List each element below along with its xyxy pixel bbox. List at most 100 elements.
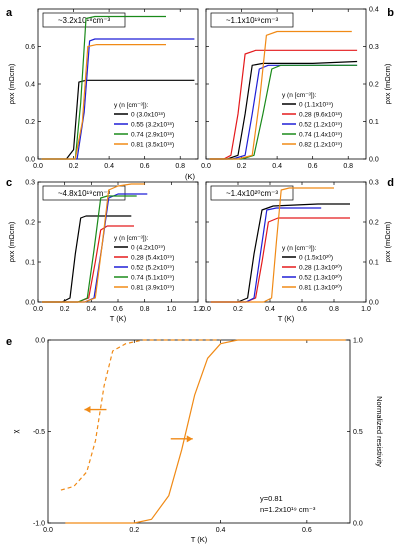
legend-entry: 0.52 (1.3x10²⁰)	[299, 274, 342, 282]
density-label: ~3.2x10¹⁸cm⁻³	[58, 16, 111, 25]
y-tick-label: 0.0	[25, 157, 35, 164]
y-tick-label: 0.3	[369, 44, 379, 51]
series-line-4	[209, 30, 352, 160]
y-tick-label: 0.3	[369, 180, 379, 187]
annotation-line: n=1.2x10¹⁹ cm⁻³	[260, 505, 316, 514]
annotation-line: y=0.81	[260, 494, 283, 503]
x-tick-label: 0.0	[43, 527, 53, 534]
x-tick-label: 0.2	[237, 163, 247, 170]
legend-entry: 0 (4.2x10¹⁹)	[131, 245, 165, 252]
panel-label: d	[387, 177, 394, 189]
x-tick-label: 0.6	[302, 527, 312, 534]
legend-title: y (n [cm⁻³]):	[114, 102, 149, 109]
x-tick-label: 0.8	[140, 306, 150, 313]
x-tick-label: 0.6	[308, 163, 318, 170]
x-tick-label: 0.2	[60, 306, 70, 313]
top-axis-label: (K)	[185, 172, 196, 181]
y-tick-label: 0.2	[369, 82, 379, 89]
legend-entry: 0.28 (5.4x10¹⁹)	[131, 255, 174, 262]
y-tick-label: 0.0	[35, 338, 45, 345]
legend-entry: 0.52 (1.2x10¹⁹)	[299, 122, 342, 129]
legend-entry: 0 (3.0x10¹⁸)	[131, 112, 165, 119]
y-tick-label: -1.0	[33, 521, 45, 528]
x-axis-label: T (K)	[191, 535, 208, 544]
y-tick-label: 0.3	[25, 180, 35, 187]
series-line-4	[42, 183, 145, 303]
y-tick-label: 0.1	[369, 260, 379, 267]
series-line-3	[210, 187, 334, 303]
y-tick-label: 0.2	[369, 220, 379, 227]
density-box	[210, 185, 294, 201]
y-axis-label: χ	[11, 429, 20, 433]
density-box	[210, 12, 294, 28]
y-axis-label: ρxx (mΩcm)	[7, 63, 16, 104]
legend-title: y (n [cm⁻³]):	[282, 245, 317, 252]
x-tick-label: 0.8	[329, 306, 339, 313]
x-tick-label: 0.0	[33, 306, 43, 313]
panel-label: a	[6, 7, 13, 19]
x-tick-label: 0.8	[175, 163, 185, 170]
x-tick-label: 0.4	[216, 527, 226, 534]
x-tick-label: 0.2	[69, 163, 79, 170]
y-tick-label: 0.1	[25, 260, 35, 267]
y-tick-label: 0.4	[25, 82, 35, 89]
x-tick-label: 0.2	[233, 306, 243, 313]
series-line-2	[210, 207, 322, 303]
y-tick-label: 0.0	[369, 300, 379, 307]
legend-entry: 0.81 (1.3x10²⁰)	[299, 284, 342, 292]
series-line-susceptibility	[60, 339, 221, 491]
y-tick-label: 0.6	[25, 44, 35, 51]
x-tick-label: 0.2	[129, 527, 139, 534]
y-tick-label: 0.2	[25, 220, 35, 227]
y-tick-label: 0.1	[369, 119, 379, 126]
legend-entry: 0.28 (9.6x10¹⁸)	[299, 112, 342, 119]
legend-entry: 0.55 (3.2x10¹⁸)	[131, 122, 174, 129]
x-tick-label: 0.0	[201, 306, 211, 313]
x-tick-label: 0.6	[140, 163, 150, 170]
series-line-1	[209, 49, 358, 160]
legend-entry: 0 (1.5x10²⁰)	[299, 254, 333, 262]
x-tick-label: 1.0	[166, 306, 176, 313]
x-tick-label: 0.4	[86, 306, 96, 313]
legend-entry: 0.82 (1.2x10¹⁹)	[299, 142, 342, 149]
legend-entry: 0.81 (3.9x10¹⁹)	[131, 285, 174, 292]
legend-entry: 0.74 (2.9x10¹⁸)	[131, 132, 174, 139]
x-tick-label: 0.4	[104, 163, 114, 170]
x-tick-label: 1.2	[193, 306, 203, 313]
series-line-0	[42, 215, 132, 303]
panel-c: 0.0 0.2 0.4 0.6 0.8 1.0 1.2 0.0 0.1 0.2 0.3 T (K) ρx…	[6, 172, 203, 323]
legend-entry: 0.81 (3.5x10¹⁸)	[131, 142, 174, 149]
legend-entry: 0.52 (5.2x10¹⁹)	[131, 265, 174, 272]
density-label: ~4.8x10¹⁹cm⁻³	[58, 189, 111, 198]
arrowhead-right	[186, 435, 193, 443]
y-tick-label: 0.0	[25, 300, 35, 307]
legend-title: y (n [cm⁻³]):	[282, 92, 317, 99]
arrowhead-left	[84, 406, 91, 414]
y-tick-label: 0.0	[369, 157, 379, 164]
y-tick-label: -0.5	[33, 429, 45, 436]
density-label: ~1.4x10²⁰cm⁻³	[226, 189, 278, 198]
legend-title: y (n [cm⁻³]):	[114, 235, 149, 242]
y-tick-label: 0.4	[369, 7, 379, 14]
x-tick-label: 0.8	[343, 163, 353, 170]
series-line-0	[210, 203, 350, 303]
x-axis-label: T (K)	[278, 314, 295, 323]
y-right-tick-label: 0.0	[353, 521, 363, 528]
x-tick-label: 0.6	[113, 306, 123, 313]
y-axis-label: ρxx (mΩcm)	[7, 221, 16, 262]
y-axis-label: ρxx (mΩcm)	[383, 221, 392, 262]
series-line-3	[41, 43, 166, 160]
legend-entry: 0.74 (1.4x10¹⁹)	[299, 132, 342, 139]
series-line-0	[209, 60, 358, 160]
series-line-3	[42, 195, 137, 303]
x-tick-label: 0.6	[297, 306, 307, 313]
x-tick-label: 0.0	[33, 163, 43, 170]
y-right-tick-label: 0.5	[353, 429, 363, 436]
x-axis-label: T (K)	[110, 314, 127, 323]
y-axis-label-right: Normalized resistivity	[375, 396, 384, 467]
